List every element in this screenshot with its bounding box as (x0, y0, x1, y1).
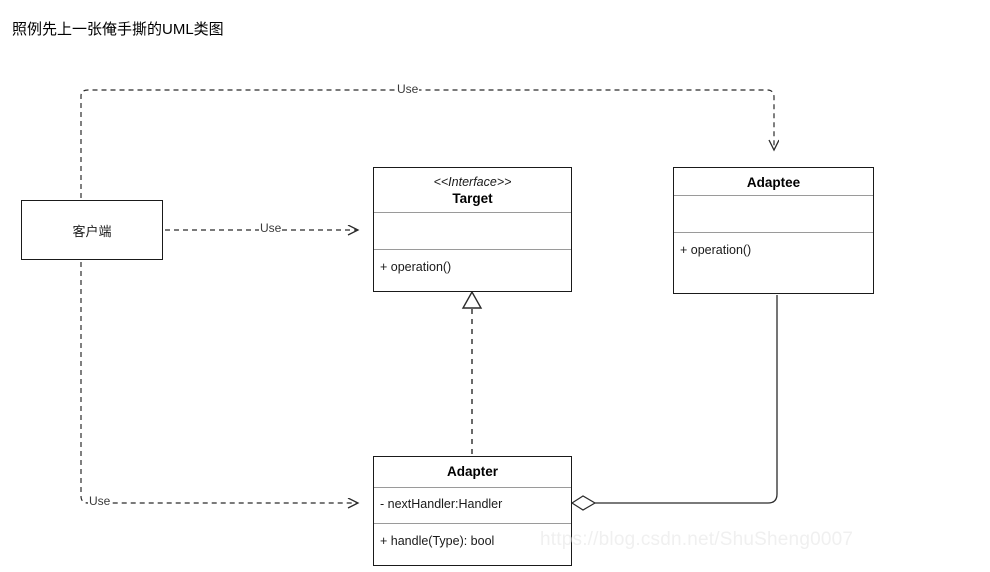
uml-member-operation: + operation() (680, 243, 752, 257)
uml-class-adaptee-attributes (674, 195, 873, 232)
uml-class-adaptee-header: Adaptee (674, 168, 873, 195)
uml-member-attribute: - nextHandler:Handler (380, 497, 503, 511)
uml-class-target-operations: + operation() (374, 249, 571, 291)
uml-class-target-header: <<Interface>> Target (374, 168, 571, 212)
uml-class-adapter-operations: + handle(Type): bool (374, 523, 571, 565)
uml-member-operation: + handle(Type): bool (380, 534, 495, 548)
uml-class-adaptee-operations: + operation() (674, 232, 873, 293)
uml-class-adapter-attributes: - nextHandler:Handler (374, 487, 571, 523)
edge-client-uses-adapter (80, 262, 358, 503)
edge-adapter-aggregates-adaptee (570, 295, 778, 511)
uml-member-operation: + operation() (380, 260, 452, 274)
edge-client-uses-adaptee (80, 89, 774, 198)
uml-class-adapter[interactable]: Adapter - nextHandler:Handler + handle(T… (373, 456, 572, 566)
uml-class-target-attributes (374, 212, 571, 249)
watermark: https://blog.csdn.net/ShuSheng0007 (540, 529, 854, 550)
edge-label-client-uses-adapter: Use (88, 494, 112, 508)
uml-class-adaptee[interactable]: Adaptee + operation() (673, 167, 874, 294)
uml-class-adaptee-name: Adaptee (746, 175, 801, 190)
edge-adapter-realizes-target (461, 290, 483, 454)
uml-class-adapter-name: Adapter (446, 464, 498, 479)
uml-class-adapter-header: Adapter (374, 457, 571, 487)
uml-class-target-name: Target (452, 191, 493, 206)
edge-label-client-uses-adaptee: Use (396, 82, 420, 96)
uml-node-client[interactable]: 客户端 (21, 200, 163, 260)
uml-node-client-label: 客户端 (72, 223, 112, 239)
page-title: 照例先上一张俺手撕的UML类图 (12, 21, 224, 38)
uml-class-target[interactable]: <<Interface>> Target + operation() (373, 167, 572, 292)
edge-label-client-uses-target: Use (259, 221, 283, 235)
uml-class-target-stereotype: <<Interface>> (433, 175, 512, 189)
